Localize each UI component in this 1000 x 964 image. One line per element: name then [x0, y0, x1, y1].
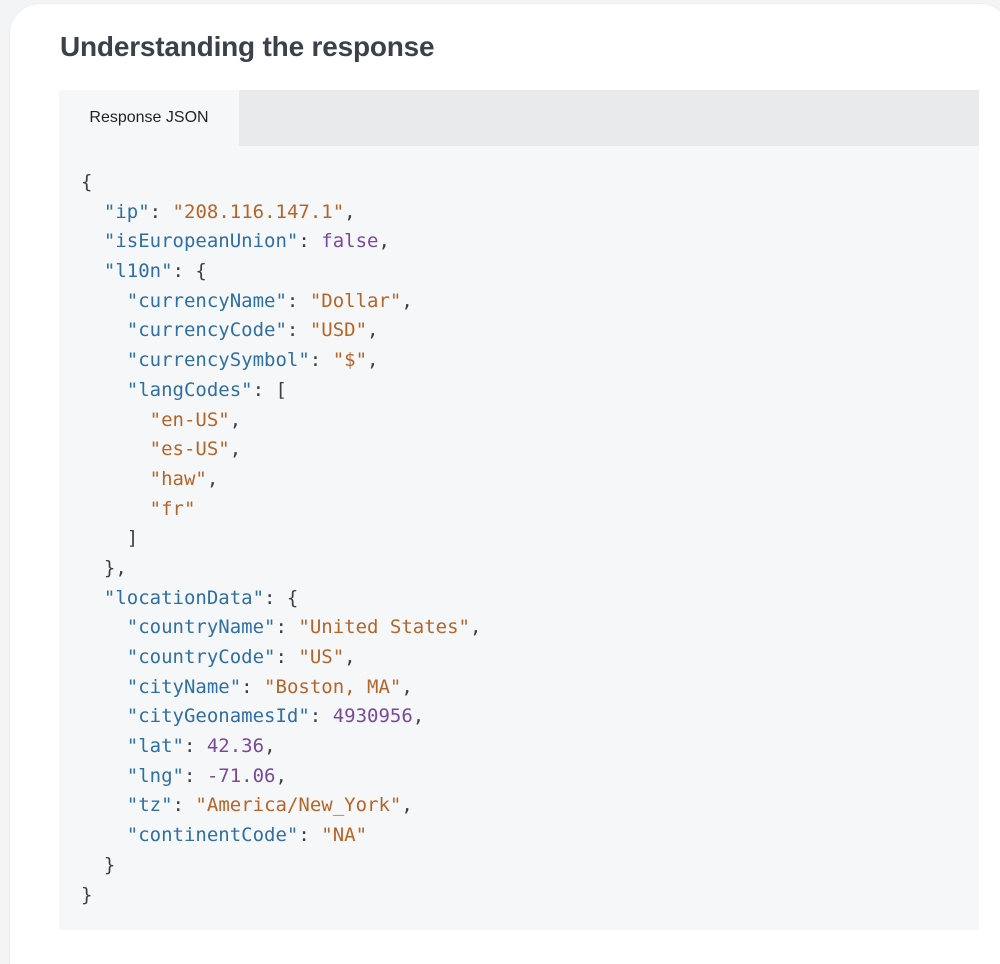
code-line: }, [103, 556, 127, 579]
code-line: "ip": "208.116.147.1", [103, 200, 356, 223]
code-line: } [81, 883, 93, 906]
code-line: "countryName": "United States", [126, 616, 482, 639]
currency-code-value: USD [321, 319, 356, 342]
code-line: } [103, 853, 116, 876]
code-line: "isEuropeanUnion": false, [103, 230, 390, 253]
code-line: "fr" [149, 497, 196, 520]
lang-code-value: es-US [161, 438, 219, 461]
code-line: "en-US", [149, 408, 242, 431]
is-european-union-value: false [321, 230, 379, 253]
continent-code-value: NA [332, 824, 356, 847]
currency-name-value: Dollar [321, 289, 390, 312]
code-line: "currencyCode": "USD", [126, 319, 379, 342]
code-line: "countryCode": "US", [126, 646, 356, 668]
country-name-value: United States [309, 616, 459, 639]
code-line: "continentCode": "NA" [126, 824, 368, 847]
code-line: "lng": -71.06, [126, 764, 287, 787]
lang-code-value: haw [161, 467, 196, 490]
code-panel: Response JSON { "ip": "208.116.147.1", "… [59, 90, 979, 930]
tz-value: America/New_York [206, 794, 390, 817]
code-line: "cityGeonamesId": 4930956, [126, 705, 425, 728]
code-line: "currencyName": "Dollar", [126, 289, 413, 312]
code-line: "locationData": { [103, 586, 299, 609]
code-line: "langCodes": [ [126, 378, 287, 401]
lang-code-value: fr [161, 497, 184, 520]
ip-value: 208.116.147.1 [184, 200, 333, 223]
code-line: "haw", [149, 467, 219, 490]
lang-code-value: en-US [161, 408, 219, 431]
lat-value: 42.36 [206, 735, 265, 758]
tab-bar: Response JSON [59, 90, 979, 146]
city-name-value: Boston, MA [275, 675, 390, 698]
section-title: Understanding the response [60, 31, 435, 62]
code-line: "tz": "America/New_York", [126, 794, 413, 817]
code-line: "cityName": "Boston, MA", [126, 675, 413, 698]
tab-response-json[interactable]: Response JSON [59, 90, 239, 146]
currency-symbol-value: $ [344, 349, 356, 372]
response-json-code: { "ip": "208.116.147.1", "isEuropeanUnio… [81, 168, 481, 910]
country-code-value: US [309, 646, 333, 668]
code-line: "lat": 42.36, [126, 735, 276, 758]
code-line: "es-US", [149, 438, 242, 461]
lng-value: -71.06 [206, 764, 276, 787]
code-line: ] [126, 527, 139, 550]
content-card: Understanding the response Response JSON… [10, 4, 1000, 964]
code-line: "l10n": { [103, 260, 207, 283]
city-geonames-id-value: 4930956 [332, 705, 413, 728]
code-line: { [81, 171, 93, 193]
code-line: "currencySymbol": "$", [126, 349, 379, 372]
